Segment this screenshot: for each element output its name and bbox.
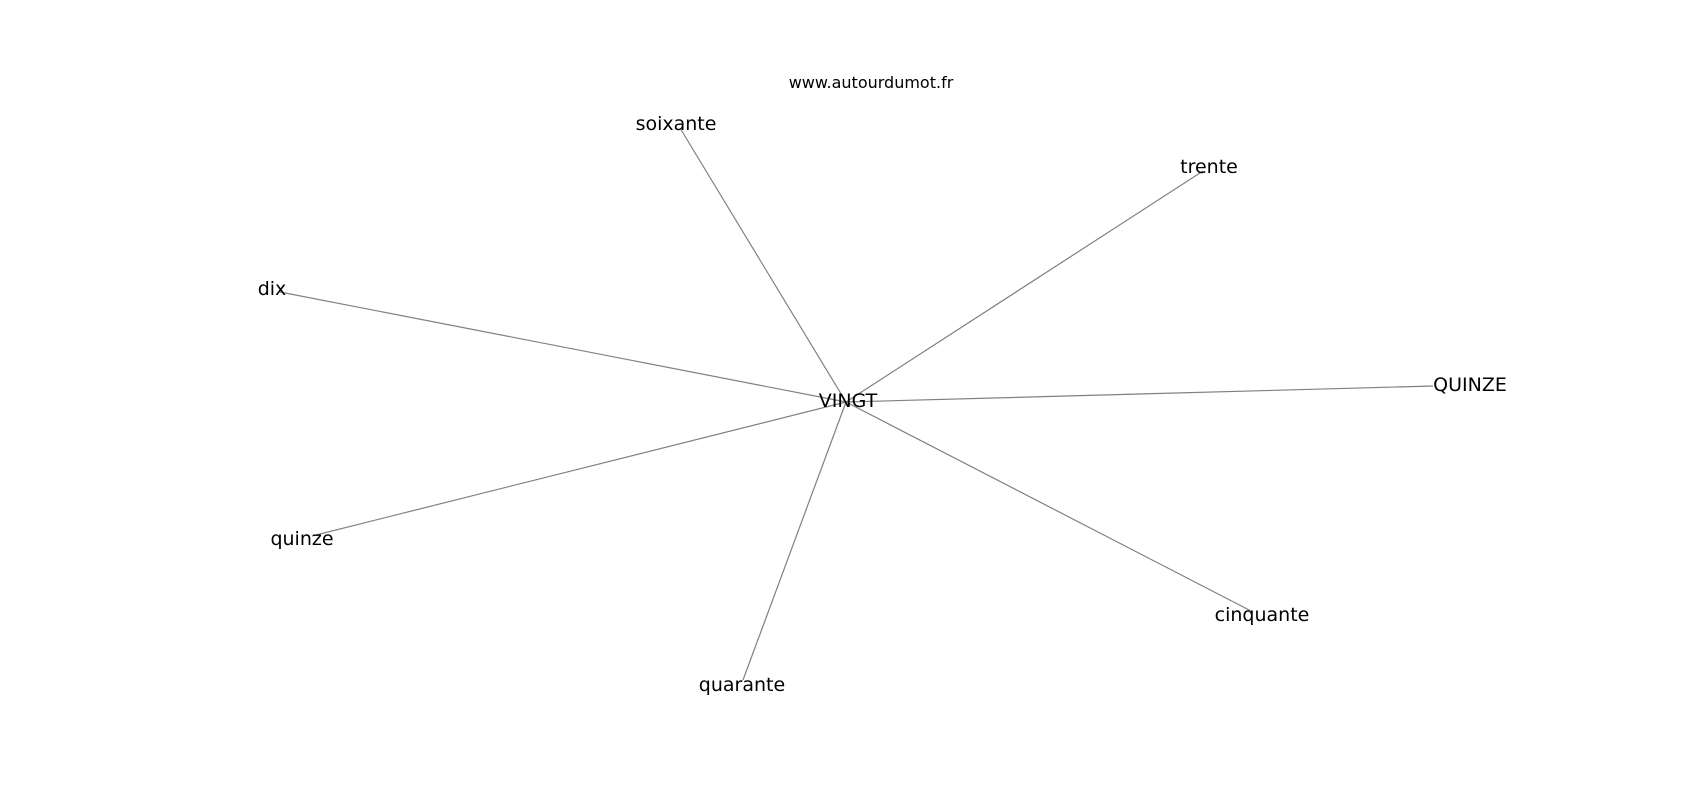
node-quinze-upper[interactable]: QUINZE <box>1433 374 1507 396</box>
node-quarante[interactable]: quarante <box>699 674 785 696</box>
edge-vingt-dix <box>279 291 847 403</box>
node-dix[interactable]: dix <box>258 278 287 300</box>
watermark-text: www.autourdumot.fr <box>789 73 954 92</box>
edge-vingt-trente <box>845 170 1204 403</box>
edge-vingt-soixante <box>679 127 847 403</box>
graph-node-labels: VINGT soixante trente dix QUINZE quinze … <box>258 113 1507 696</box>
node-cinquante[interactable]: cinquante <box>1215 604 1310 626</box>
node-soixante[interactable]: soixante <box>636 113 717 135</box>
node-quinze[interactable]: quinze <box>270 528 333 550</box>
node-trente[interactable]: trente <box>1180 156 1238 178</box>
edge-vingt-quarante <box>742 401 847 681</box>
edge-vingt-quinze <box>311 401 847 537</box>
edge-vingt-cinquante <box>845 401 1254 613</box>
node-center-vingt[interactable]: VINGT <box>819 390 878 412</box>
edge-vingt-quinze-upper <box>845 385 1434 403</box>
graph-edges <box>279 127 1434 681</box>
